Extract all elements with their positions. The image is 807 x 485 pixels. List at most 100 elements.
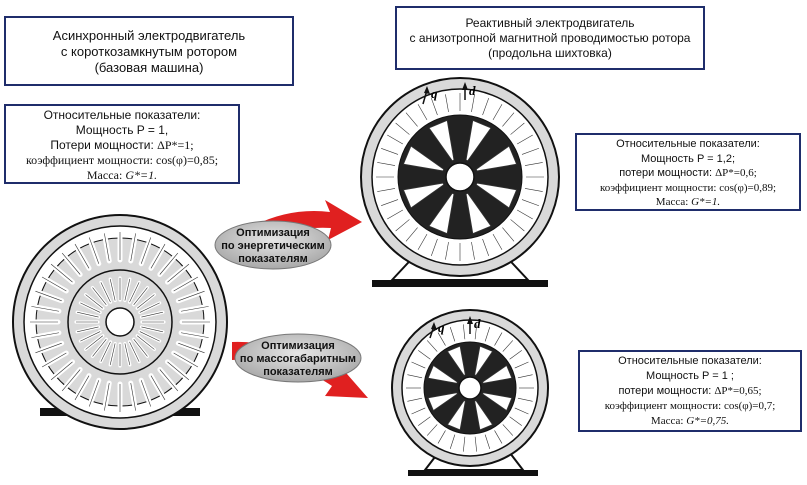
stator-slot-outline [130,233,136,261]
opt-mass-line3: показателям [263,366,333,378]
base-ind-mass: Масса: G*=1. [6,168,238,183]
opt-mass-line2: по массогабаритным [240,353,356,365]
rotor-slot-outline [124,343,131,365]
base-motor [12,214,228,430]
rotor-slot-outline [137,294,155,309]
stator-slot-outline [104,383,110,411]
base-ind-losses-value: ΔP*=1; [157,138,194,152]
stator-slot-outline [178,290,205,302]
rotor-flux-barrier [475,145,518,172]
stator-slot-outline [181,332,209,338]
stator-slot-outline [50,263,73,283]
stator-slot-outline [31,306,59,312]
reactive-title-line1: Реактивный электродвигатель [465,16,635,30]
base-ind-losses-label: Потери мощности: [50,138,158,152]
stator-slot-outline [387,134,403,145]
energy-ind-mass-label: Масса: [655,196,692,208]
reactive-title-line2: с анизотропной магнитной проводимостью р… [409,31,691,45]
stator-slot-outline [387,209,403,220]
energy-ind-power: Мощность P = 1,2; [641,152,735,165]
rotor-slot-outline [92,287,107,305]
stator-slot-outline [509,350,522,360]
rotor-slot-outline [129,341,140,362]
stator-slot-outline [418,350,431,360]
stator-slot-outline [159,252,179,275]
mass-ind-cos-label: коэффициент мощности: [604,400,724,412]
rotor-flux-barrier [475,182,518,209]
stator-slot-outline [517,374,533,379]
rotor-slot-outline [124,279,131,301]
stator-slot-outline [61,369,81,392]
stator-slot-outline [395,219,410,232]
rotor-slot-outline [137,335,155,350]
mass-ind-mass-label: Масса: [650,415,687,427]
stator-slot-outline [407,397,423,402]
stator-slot-outline [395,122,410,135]
stator-slot-outline [31,332,59,338]
rotor-slot-outline [141,326,163,333]
opt-mass-arrow [232,333,368,398]
stator-slot-outline [437,430,446,444]
base-ind-cos-value: cos(φ)=0,85; [156,153,219,167]
stator-slot-outline [159,369,179,392]
stator-slot-outline [173,352,199,368]
stator-slot-outline [514,361,529,369]
rotor-flux-barrier [465,192,492,235]
stator-slot-outline [167,361,190,381]
axis-q-label-top: q [431,86,438,101]
stator-slot-outline [463,436,466,452]
stator-slot-outline [449,434,456,449]
rotor-slot-outline [129,282,140,303]
stator-slot-outline [417,234,428,250]
stator-slot-outline [437,332,446,346]
rotor-slot-outline [100,282,111,303]
energy-ind-losses-label: потери мощности: [619,167,716,179]
base-ind-cos: коэффициент мощности: cos(φ)=0,85; [6,153,238,168]
reactive-motor-energy [360,77,560,287]
stator-slot-outline [494,332,503,346]
base-title-box: Асинхронный электродвигатель с короткоза… [4,16,294,86]
mass-ind-power: Мощность P = 1 ; [646,370,734,382]
stator-slot-outline [524,188,543,192]
stator-slot-outline [380,199,399,207]
stator-slot-outline [178,342,205,354]
rotor-flux-barrier [446,400,466,431]
energy-ind-losses-value: ΔP*=0,6; [715,167,757,179]
stator-slot-outline [521,199,540,207]
mass-ind-losses-value: ΔP*=0,65; [714,385,762,397]
base-ind-mass-label: Масса: [86,168,126,182]
base-indicators-box: Относительные показатели: Мощность P = 1… [4,104,240,184]
stator-slot-outline [502,424,514,436]
stator-slot-outline [492,104,503,120]
stator-slot-outline [514,407,529,415]
rotor-slot-outline [133,287,148,305]
rotor-flux-barrier [474,400,494,431]
stator-slot-outline [140,380,152,407]
stator-slot-outline [74,243,90,269]
rotor-slot-outline [80,331,101,342]
stator-slot-outline [411,407,426,415]
rotor-slot-outline [139,302,160,313]
base-title-line1: Асинхронный электродвигатель [52,28,246,43]
stator-slot-outline [405,112,418,127]
base-title-line3: (базовая машина) [94,60,204,75]
stator-slot-outline [445,94,449,113]
rotor-slot-outline [109,343,116,365]
base-ind-losses: Потери мощности: ΔP*=1; [6,138,238,153]
stator-slot-outline [426,340,438,352]
reactive-title-box: Реактивный электродвигатель с анизотропн… [395,6,705,70]
stator-slot-outline [521,147,540,155]
mass-ind-heading: Относительные показатели: [618,355,762,367]
stator-slot-outline [150,243,166,269]
stator-slot-outline [509,416,522,426]
stator-slot-outline [74,375,90,401]
rotor-flux-barrier [482,364,513,384]
stator-slot-outline [173,276,199,292]
stator-slot-outline [418,416,431,426]
energy-ind-heading: Относительные показатели: [616,138,760,150]
energy-ind-cos: коэффициент мощности: cos(φ)=0,89; [577,181,799,196]
opt-energy-line1: Оптимизация [236,227,310,239]
mass-ind-losses: потери мощности: ΔP*=0,65; [580,384,800,399]
stator-slot-outline [104,233,110,261]
stator-slot-outline [482,97,490,116]
